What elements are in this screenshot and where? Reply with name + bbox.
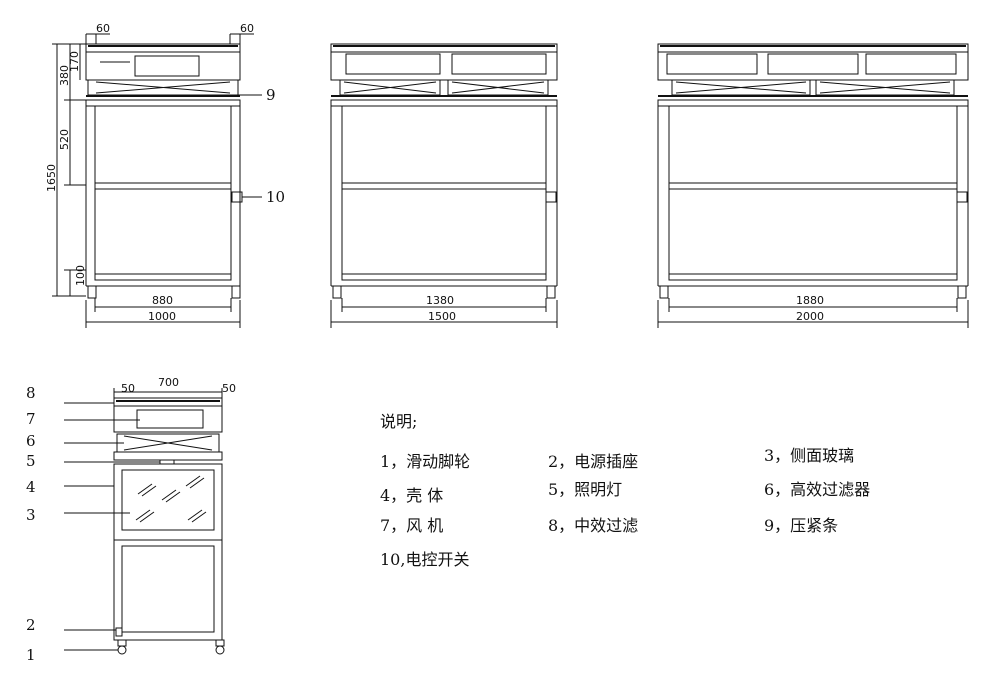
fan-unit (865, 53, 957, 75)
front-view-2000 (657, 43, 969, 328)
legend-title: 说明; (380, 412, 418, 431)
callout-2: 2 (26, 616, 36, 634)
bottom-rail (94, 273, 232, 281)
legend-item-8: 8，中效过滤 (548, 516, 639, 535)
control-switch (545, 191, 557, 203)
caster-wheel (215, 645, 225, 655)
dim-side-width: 700 (158, 376, 179, 389)
dim-top-left: 60 (96, 22, 110, 35)
caster-left (87, 285, 97, 299)
legend-item-6: 6，高效过滤器 (764, 480, 871, 499)
caster-wheel (117, 645, 127, 655)
legend-item-10: 10,电控开关 (380, 550, 470, 569)
lower-frame (113, 539, 223, 641)
fan-box (113, 405, 223, 433)
callout-3: 3 (26, 506, 36, 524)
fan-unit (767, 53, 859, 75)
callout-1: 1 (26, 646, 36, 664)
dim-inner-width: 1380 (426, 294, 454, 307)
dim-height-1650: 1650 (45, 164, 58, 192)
power-socket (115, 627, 123, 637)
callout-5: 5 (26, 452, 36, 470)
legend-item-2: 2，电源插座 (548, 452, 639, 471)
fan-unit (666, 53, 758, 75)
legend-item-3: 3，侧面玻璃 (764, 446, 855, 465)
dim-height-520: 520 (58, 129, 71, 150)
callout-7: 7 (26, 410, 36, 428)
callout-10: 10 (266, 188, 285, 206)
dim-height-380: 380 (58, 65, 71, 86)
callout-6: 6 (26, 432, 36, 450)
dim-inner-width: 880 (152, 294, 173, 307)
legend-item-7: 7，风 机 (380, 516, 444, 535)
upper-rail (85, 99, 241, 107)
dim-inner-width: 1880 (796, 294, 824, 307)
caster (117, 639, 127, 647)
dim-top-right: 60 (240, 22, 254, 35)
dim-side-left: 50 (121, 382, 135, 395)
light (159, 459, 175, 465)
dim-side-right: 50 (222, 382, 236, 395)
caster (215, 639, 225, 647)
callout-8: 8 (26, 384, 36, 402)
dim-outer-width: 1000 (148, 310, 176, 323)
legend-item-1: 1，滑动脚轮 (380, 452, 471, 471)
fan-unit (136, 409, 204, 429)
legend-item-9: 9，压紧条 (764, 516, 839, 535)
dim-height-170: 170 (68, 51, 81, 72)
dim-height-100: 100 (74, 265, 87, 286)
side-view (64, 388, 225, 655)
glass-panel-frame (113, 463, 223, 541)
dim-outer-width: 1500 (428, 310, 456, 323)
caster-right (231, 285, 241, 299)
fan-unit (451, 53, 547, 75)
fan-unit (134, 55, 200, 77)
middle-shelf (94, 182, 232, 190)
dim-outer-width: 2000 (796, 310, 824, 323)
front-view-1500 (330, 43, 558, 328)
fan-unit (345, 53, 441, 75)
callout-9: 9 (266, 86, 276, 104)
legend-item-5: 5，照明灯 (548, 480, 623, 499)
front-view-1000 (52, 33, 262, 328)
legend-item-4: 4，壳 体 (380, 486, 444, 505)
side-glass (121, 469, 215, 531)
callout-4: 4 (26, 478, 36, 496)
control-switch (956, 191, 968, 203)
